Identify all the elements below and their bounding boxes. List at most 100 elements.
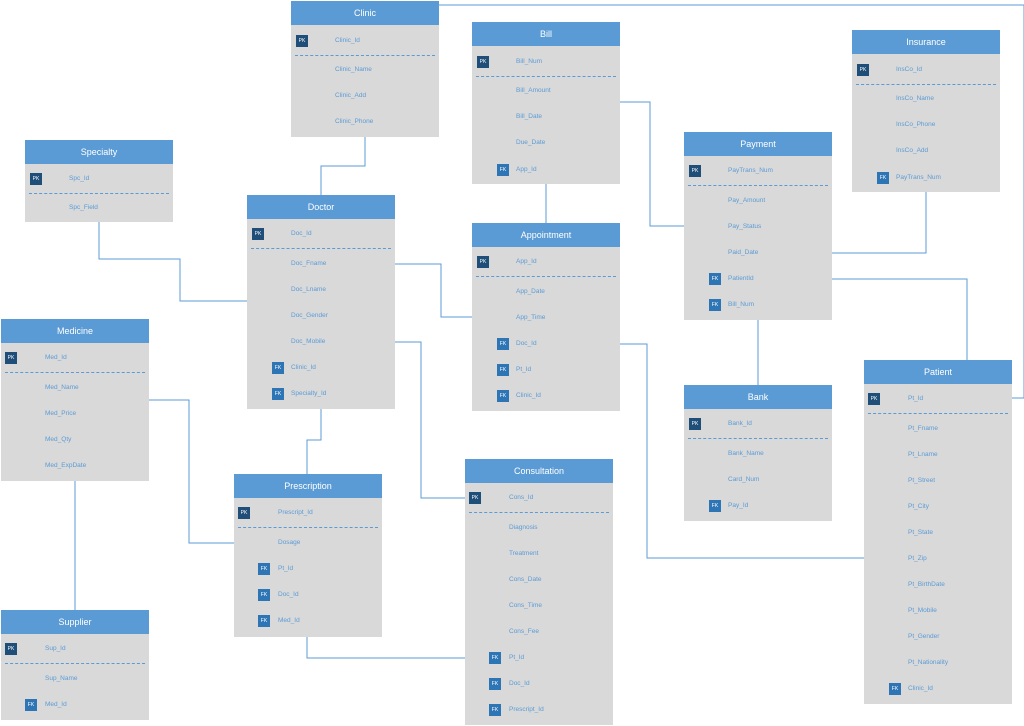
connector-medicine-prescription (149, 399, 234, 544)
patient-attr-5: Pt_City (908, 503, 929, 510)
appointment-attr-2: App_Date (516, 288, 545, 295)
prescription-title: Prescription (234, 474, 382, 498)
primary-key-badge: PK (252, 228, 264, 240)
foreign-key-badge: FK (258, 615, 270, 627)
foreign-key-badge: FK (489, 678, 501, 690)
key-divider (476, 276, 616, 277)
patient-attr-6: Pt_State (908, 529, 933, 536)
key-divider (868, 413, 1008, 414)
specialty-attr-2: Spc_Field (69, 204, 98, 211)
foreign-key-badge: FK (489, 652, 501, 664)
connector-doctor-appointment (395, 263, 472, 318)
consultation-attr-3: Treatment (509, 550, 539, 557)
primary-key-badge: PK (857, 64, 869, 76)
key-divider (238, 527, 378, 528)
payment-attr-2: Pay_Amount (728, 197, 766, 204)
payment-attr-3: Pay_Status (728, 223, 762, 230)
connector-payment-patient (832, 278, 968, 360)
key-divider (5, 663, 145, 664)
key-divider (251, 248, 391, 249)
foreign-key-badge: FK (877, 172, 889, 184)
clinic-attr-2: Clinic_Name (335, 66, 372, 73)
connector-appointment-patient (620, 343, 864, 559)
insurance-title: Insurance (852, 30, 1000, 54)
foreign-key-badge: FK (25, 699, 37, 711)
bill-attr-4: Due_Date (516, 139, 546, 146)
key-divider (469, 512, 609, 513)
foreign-key-badge: FK (709, 273, 721, 285)
connector-doctor-prescription (306, 409, 322, 474)
doctor-attr-5: Doc_Mobile (291, 338, 326, 345)
primary-key-badge: PK (689, 165, 701, 177)
appointment-title: Appointment (472, 223, 620, 247)
clinic-attr-4: Clinic_Phone (335, 118, 374, 125)
foreign-key-badge: FK (489, 704, 501, 716)
key-divider (29, 193, 169, 194)
primary-key-badge: PK (689, 418, 701, 430)
patient-attr-10: Pt_Gender (908, 633, 940, 640)
primary-key-badge: PK (477, 56, 489, 68)
primary-key-badge: PK (5, 352, 17, 364)
payment-attr-4: Paid_Date (728, 249, 759, 256)
foreign-key-badge: FK (272, 362, 284, 374)
payment-title: Payment (684, 132, 832, 156)
connector-prescription-consultation (306, 637, 465, 659)
medicine-attr-5: Med_ExpDate (45, 462, 87, 469)
primary-key-badge: PK (868, 393, 880, 405)
connector-specialty-doctor (98, 222, 247, 302)
primary-key-badge: PK (469, 492, 481, 504)
patient-title: Patient (864, 360, 1012, 384)
insurance-attr-2: InsCo_Name (896, 95, 934, 102)
key-divider (476, 76, 616, 77)
bill-attr-2: Bill_Amount (516, 87, 551, 94)
connector-doctor-consultation (395, 341, 465, 499)
consultation-attr-4: Cons_Date (509, 576, 542, 583)
doctor-attr-4: Doc_Gender (291, 312, 328, 319)
bank-title: Bank (684, 385, 832, 409)
connector-bill-payment (620, 101, 684, 227)
patient-attr-9: Pt_Mobile (908, 607, 937, 614)
patient-attr-3: Pt_Lname (908, 451, 938, 458)
foreign-key-badge: FK (497, 364, 509, 376)
primary-key-badge: PK (238, 507, 250, 519)
connector-clinic-doctor (320, 137, 366, 195)
patient-attr-2: Pt_Fname (908, 425, 938, 432)
primary-key-badge: PK (5, 643, 17, 655)
